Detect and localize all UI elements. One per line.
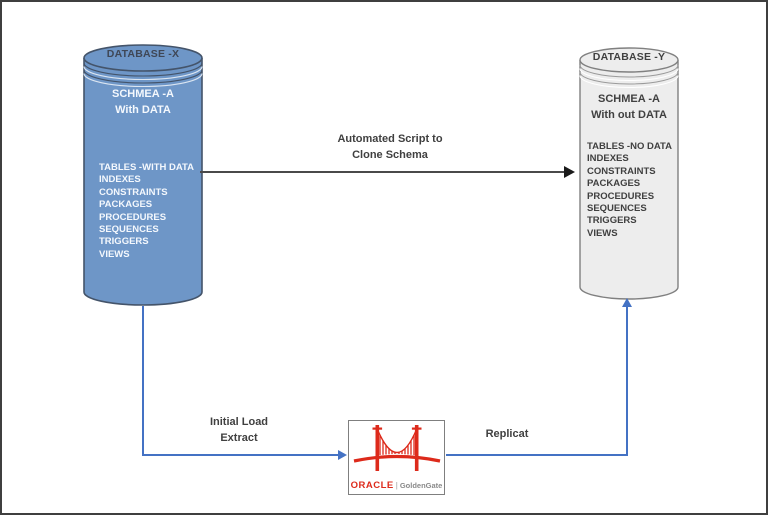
database-x-schema: SCHMEA -A With DATA [83, 86, 203, 118]
list-item: SEQUENCES [587, 203, 647, 215]
list-item: VIEWS [99, 248, 130, 260]
list-item: TABLES -NO DATA [587, 141, 672, 152]
goldengate-bridge-icon [353, 425, 440, 471]
database-x-cylinder: DATABASE -X SCHMEA -A With DATA TABLES -… [83, 44, 203, 306]
clone-schema-label: Automated Script to Clone Schema [290, 131, 490, 163]
schema-line: SCHMEA -A [598, 93, 660, 105]
database-x-object-list: TABLES -WITH DATA INDEXES CONSTRAINTS PA… [99, 162, 194, 261]
logo-separator: | [395, 481, 398, 490]
extract-connector-horizontal [142, 454, 339, 456]
goldengate-box: ORACLE | GoldenGate [348, 420, 445, 495]
list-item: INDEXES [587, 153, 629, 165]
arrowhead-up-icon [622, 298, 632, 307]
replicat-label: Replicat [485, 428, 529, 440]
list-item: VIEWS [587, 227, 618, 239]
goldengate-wordmark: ORACLE | GoldenGate [351, 480, 443, 491]
list-item: TRIGGERS [587, 215, 637, 227]
list-item: PACKAGES [587, 178, 641, 190]
extract-connector-vertical [142, 306, 144, 456]
database-y-title: DATABASE -Y [592, 51, 666, 63]
database-y-object-list: TABLES -NO DATA INDEXES CONSTRAINTS PACK… [587, 141, 672, 240]
schema-line: With out DATA [591, 109, 667, 121]
arrowhead-right-icon [564, 166, 575, 178]
cylinder-shape-icon [579, 47, 679, 300]
replicat-connector-vertical [626, 306, 628, 456]
schema-line: With DATA [115, 104, 171, 116]
oracle-logo-text: ORACLE [350, 480, 394, 491]
goldengate-product-text: GoldenGate [399, 481, 443, 490]
initial-load-extract-label: Initial Load Extract [189, 414, 289, 446]
arrowhead-right-icon [338, 450, 347, 460]
label-line: Automated Script to [337, 133, 443, 145]
label-line: Initial Load [209, 416, 269, 428]
list-item: TABLES -WITH DATA [99, 162, 194, 173]
list-item: CONSTRAINTS [587, 165, 656, 177]
label-line: Extract [220, 432, 258, 444]
replicat-connector-horizontal [446, 454, 628, 456]
list-item: TRIGGERS [99, 236, 149, 248]
label-line: Clone Schema [352, 149, 428, 161]
list-item: PACKAGES [99, 199, 153, 211]
list-item: CONSTRAINTS [99, 186, 168, 198]
list-item: PROCEDURES [587, 190, 655, 202]
database-x-title: DATABASE -X [106, 48, 180, 60]
list-item: PROCEDURES [99, 211, 167, 223]
clone-schema-connector-line [200, 171, 566, 173]
database-y-schema: SCHMEA -A With out DATA [579, 91, 679, 123]
database-y-cylinder: DATABASE -Y SCHMEA -A With out DATA TABL… [579, 47, 679, 300]
schema-line: SCHMEA -A [112, 88, 174, 100]
cylinder-shape-icon [83, 44, 203, 306]
list-item: INDEXES [99, 174, 141, 186]
list-item: SEQUENCES [99, 224, 159, 236]
